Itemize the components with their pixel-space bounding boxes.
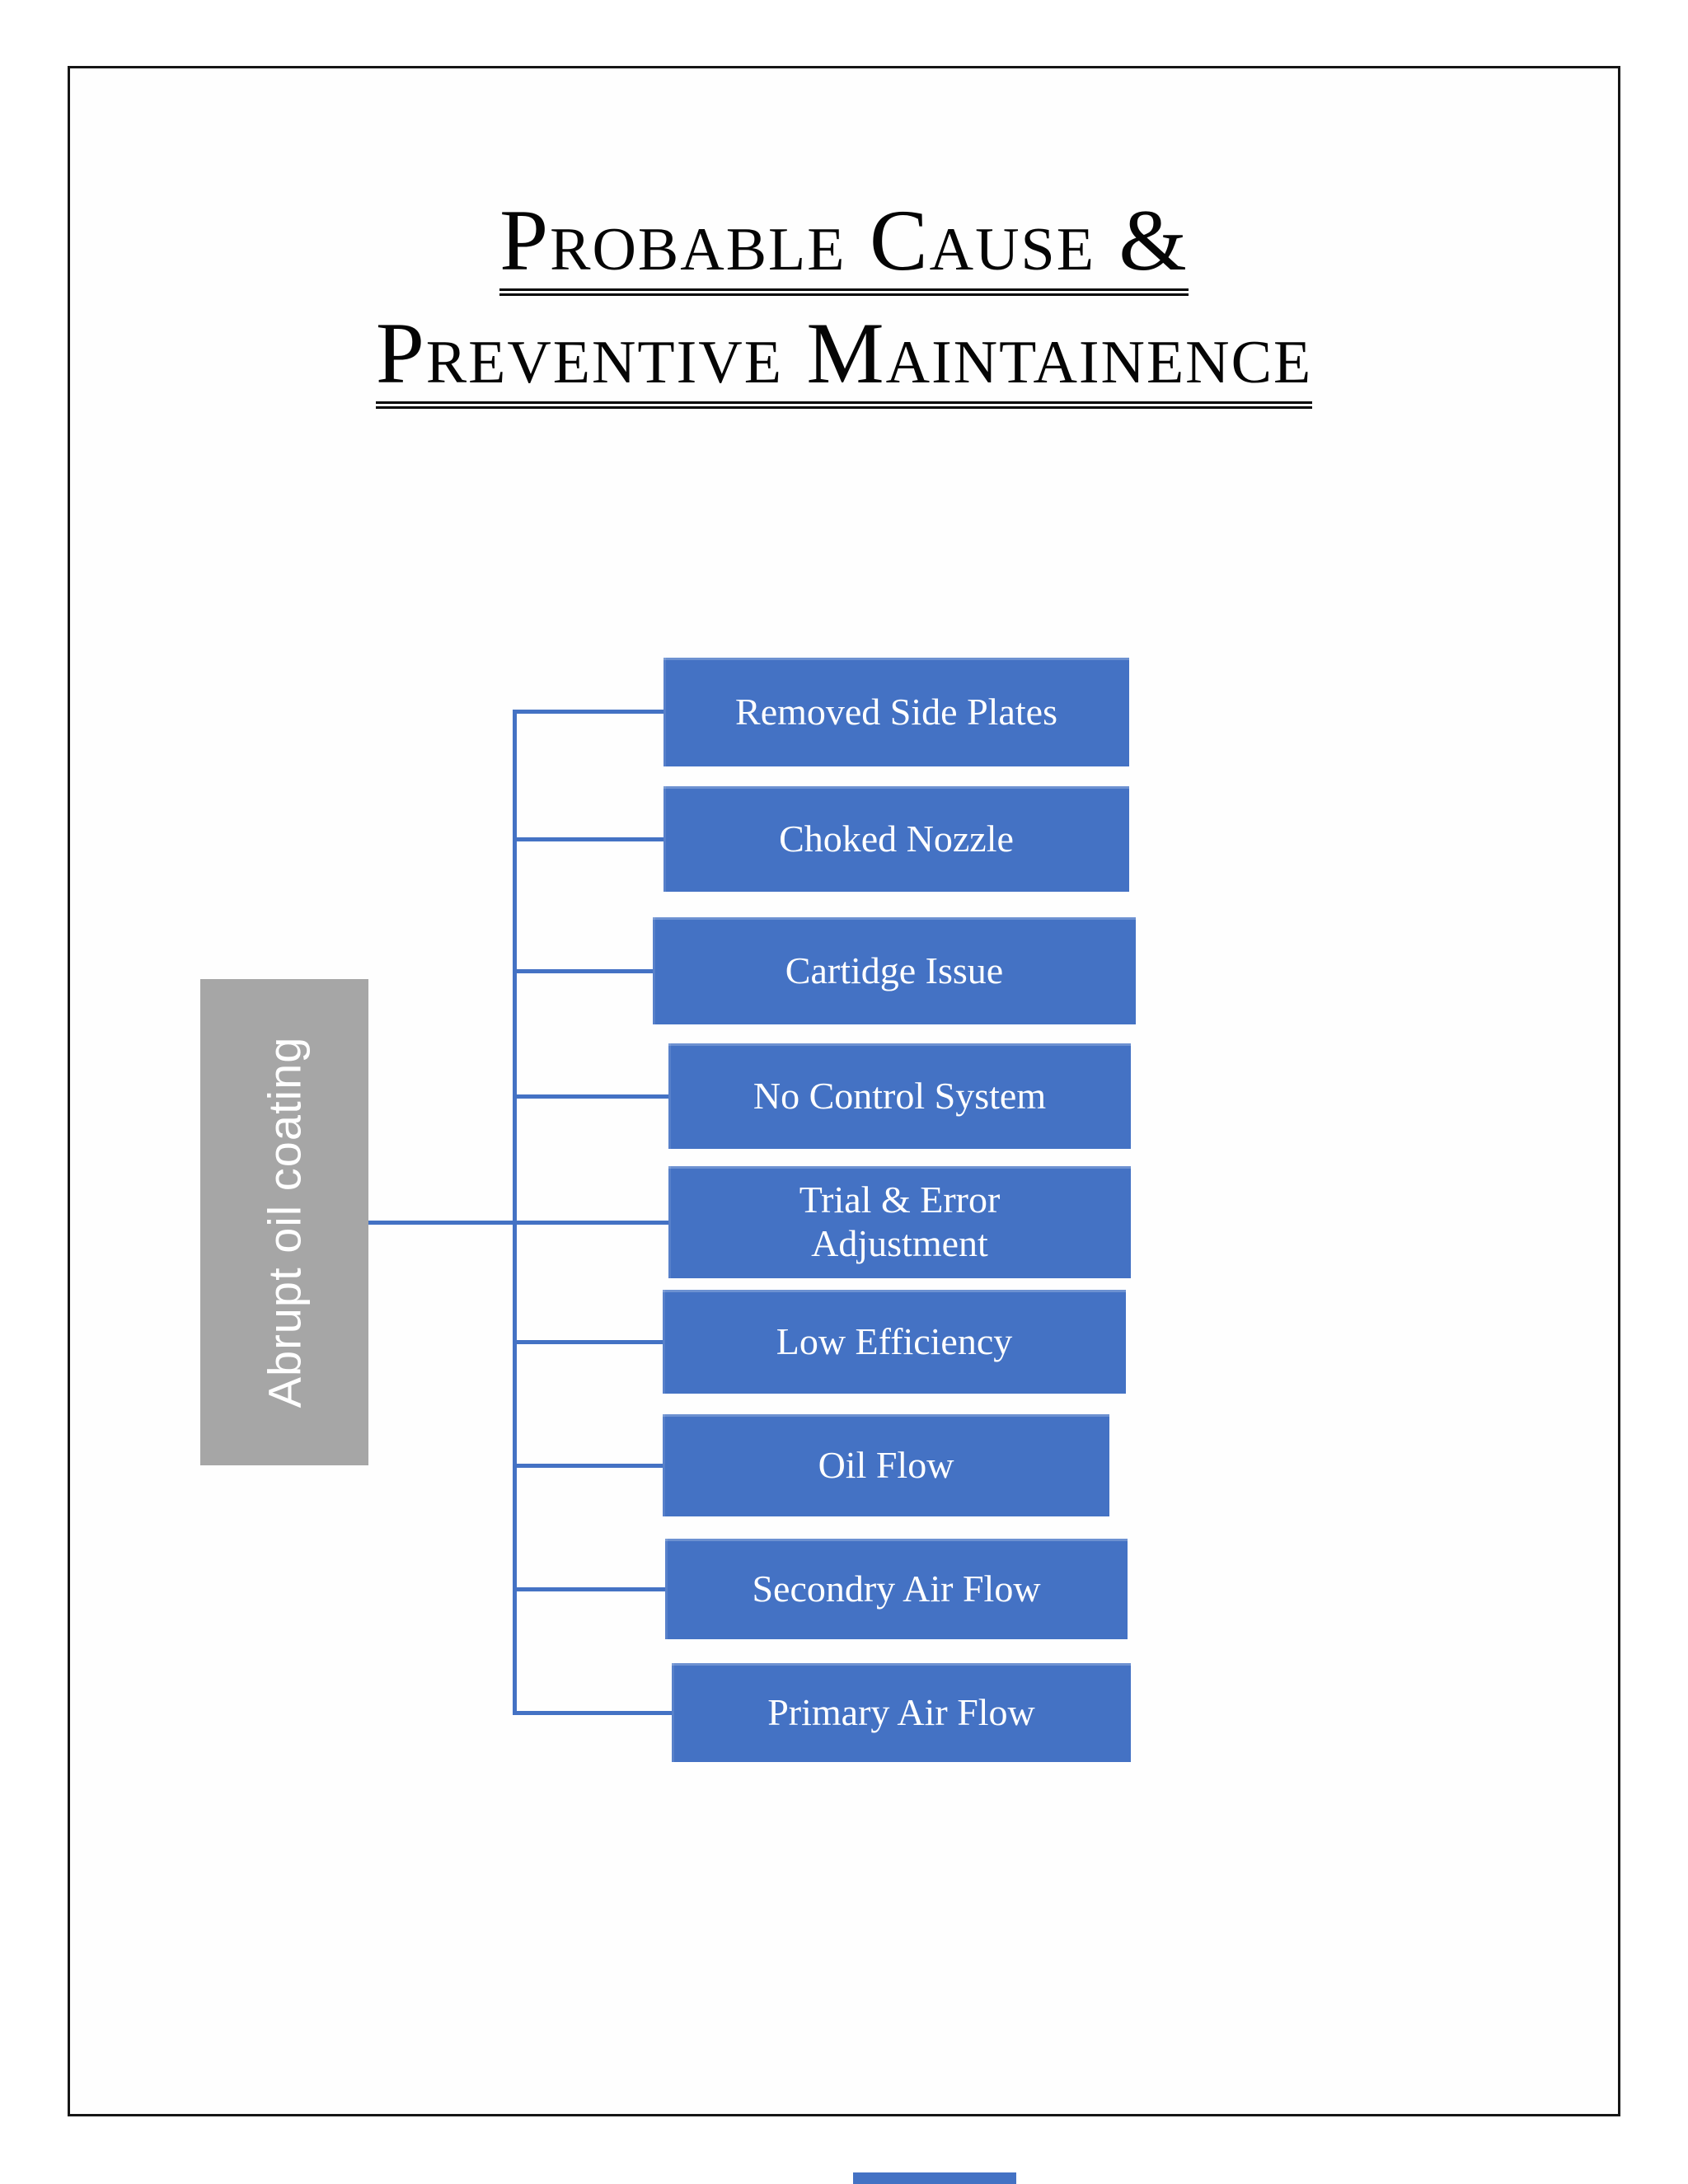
connector-to-primary-air-flow <box>514 1711 672 1715</box>
cause-node-low-efficiency: Low Efficiency <box>663 1290 1126 1394</box>
page-title-line2: Preventive Maintainence <box>375 309 1313 410</box>
cause-node-primary-air-flow: Primary Air Flow <box>672 1663 1131 1762</box>
page-title-line1: Probable Cause & <box>499 195 1189 297</box>
root-node-abrupt-oil-coating: Abrupt oil coating <box>200 979 368 1465</box>
cause-node-cartidge-issue: Cartidge Issue <box>653 917 1136 1024</box>
connector-to-secondry-air-flow <box>514 1587 665 1591</box>
connector-to-low-efficiency <box>514 1340 663 1344</box>
cause-label: Low Efficiency <box>776 1319 1013 1362</box>
connector-to-trial-error-adjustment <box>514 1221 668 1225</box>
connector-to-cartidge-issue <box>514 969 653 973</box>
cause-node-oil-flow: Oil Flow <box>663 1414 1109 1516</box>
cause-label: Primary Air Flow <box>767 1690 1035 1733</box>
connector-to-oil-flow <box>514 1464 663 1468</box>
cause-node-trial-error-adjustment: Trial & Error Adjustment <box>668 1166 1131 1278</box>
cause-label: Secondry Air Flow <box>752 1567 1041 1610</box>
cause-label: Trial & Error Adjustment <box>799 1179 1001 1264</box>
cause-label: Oil Flow <box>818 1443 954 1486</box>
cause-node-choked-nozzle: Choked Nozzle <box>663 786 1129 892</box>
cause-label: No Control System <box>753 1074 1047 1117</box>
connector-spine <box>513 710 517 1715</box>
cause-label: Removed Side Plates <box>735 690 1057 733</box>
cause-label: Choked Nozzle <box>779 817 1014 860</box>
connector-to-removed-side-plates <box>514 710 663 714</box>
connector-to-no-control-system <box>514 1094 668 1099</box>
cause-label: Cartidge Issue <box>785 949 1004 991</box>
cause-node-secondry-air-flow: Secondry Air Flow <box>665 1539 1128 1639</box>
cause-node-removed-side-plates: Removed Side Plates <box>663 658 1129 766</box>
page-title: Probable Cause & Preventive Maintainence <box>0 195 1688 422</box>
connector-root-to-spine <box>368 1221 517 1225</box>
connector-to-choked-nozzle <box>514 837 663 841</box>
root-node-label: Abrupt oil coating <box>258 1036 311 1408</box>
cause-node-no-control-system: No Control System <box>668 1043 1131 1149</box>
next-page-box-sliver <box>853 2172 1016 2184</box>
